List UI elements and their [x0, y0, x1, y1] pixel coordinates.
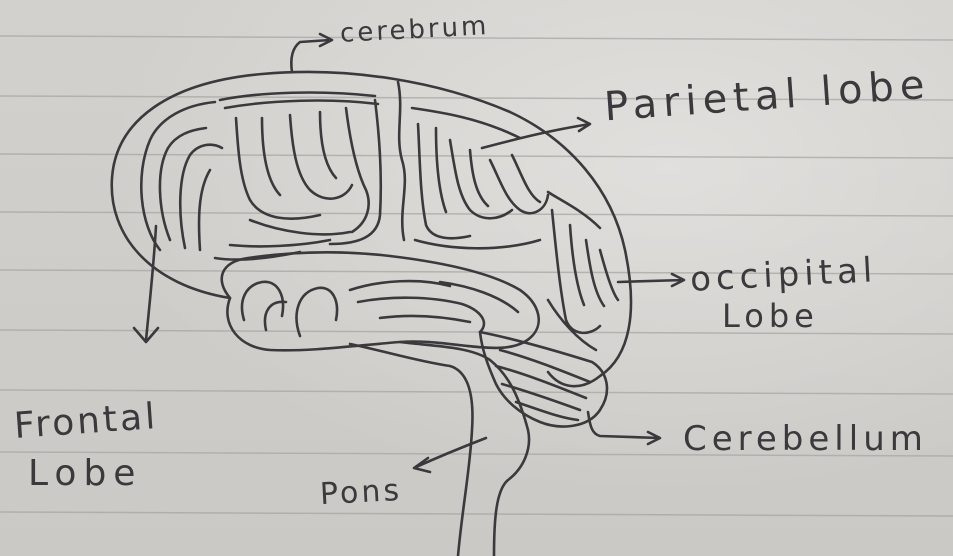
occipital-arrow [618, 274, 684, 286]
cerebrum-arrow [291, 34, 332, 72]
cerebellum-arrow [588, 412, 660, 444]
label-frontal-line2: Lobe [28, 456, 142, 492]
parietal-arrow [482, 118, 590, 148]
frontal-arrow [134, 226, 158, 342]
label-frontal-line1: Frontal [13, 399, 159, 445]
pons-arrow [414, 438, 486, 472]
central-gyri [220, 93, 381, 244]
parietal-gyri [412, 108, 548, 248]
label-occipital-line2: Lobe [722, 300, 819, 332]
label-pons: Pons [319, 476, 402, 510]
label-cerebellum: Cerebellum [683, 422, 928, 456]
central-sulcus [398, 82, 405, 240]
occipital-gyri [548, 192, 618, 350]
label-occipital-line1: occipital [689, 253, 878, 297]
temporal-gyri [242, 281, 518, 336]
label-cerebrum: cerebrum [339, 13, 490, 47]
brainstem [350, 342, 529, 556]
